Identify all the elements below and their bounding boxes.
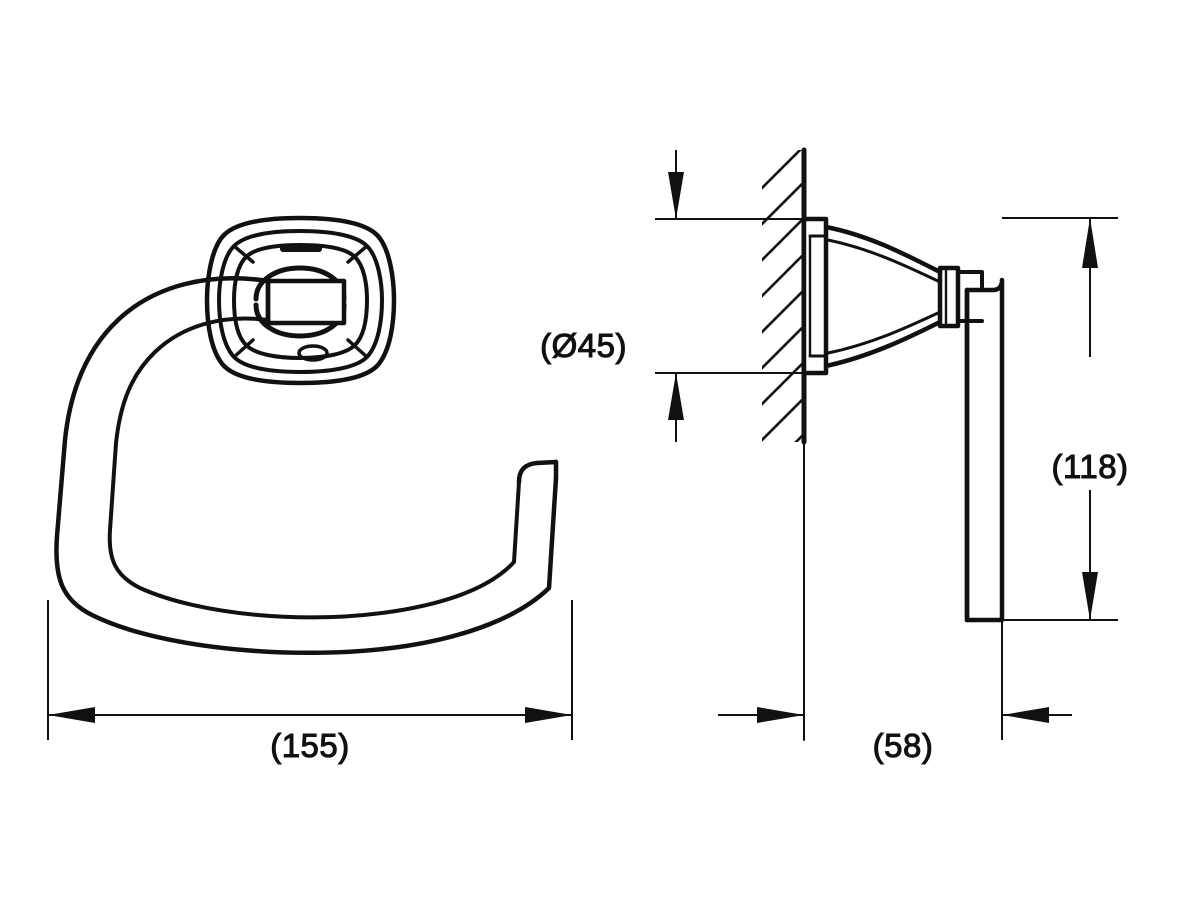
hatch-line	[762, 358, 806, 406]
hatch-line	[762, 394, 806, 442]
bracket-arm-upper-inner	[826, 238, 940, 283]
dimension-overall-width: (155)	[47, 600, 573, 765]
arrow-head-right	[525, 707, 572, 723]
dimension-label-58: (58)	[873, 727, 934, 764]
escutcheon-inner-border	[217, 229, 384, 374]
brand-logo-mark	[280, 245, 322, 252]
wall-hatching	[762, 150, 806, 442]
bevel-line-bl	[232, 338, 255, 359]
escutcheon-outer	[204, 215, 397, 386]
arrow-head-left	[757, 707, 804, 723]
dimension-projection-depth: (58)	[718, 620, 1072, 765]
mounting-plate	[801, 216, 829, 376]
arrow-head-bottom	[1082, 572, 1098, 620]
hatch-line	[762, 150, 802, 190]
hatch-line	[762, 178, 806, 226]
arrow-head-top	[668, 172, 684, 219]
bevel-line-tr	[346, 244, 369, 264]
collar-to-bar-stub	[956, 270, 984, 290]
dimension-label-155: (155)	[270, 727, 350, 764]
collar-band	[265, 278, 347, 326]
hatch-line	[794, 430, 806, 442]
ring-inner-profile	[107, 316, 521, 620]
hatch-line	[762, 214, 806, 262]
dimension-rosette-diameter: (Ø45)	[540, 150, 826, 442]
ring-bar-profile	[964, 277, 1005, 623]
side-view	[762, 147, 1005, 741]
front-view	[54, 215, 559, 656]
neck-collar	[937, 265, 961, 329]
arrow-head-left	[48, 707, 95, 723]
arrow-head-top	[1082, 218, 1098, 268]
hatch-line	[762, 286, 806, 334]
arrow-head-right	[1002, 707, 1049, 723]
dimension-label-118: (118)	[1051, 448, 1128, 485]
hatch-line	[762, 250, 806, 298]
arrow-head-bottom	[668, 373, 684, 420]
ring-tip	[516, 459, 559, 485]
dimension-overall-height: (118)	[1002, 217, 1129, 621]
set-screw-detail	[297, 344, 329, 362]
bevel-line-br	[346, 338, 369, 359]
bevel-line-tl	[232, 244, 255, 264]
ring-outer-profile	[54, 276, 559, 656]
hatch-line	[762, 322, 806, 370]
dimension-label-diameter45: (Ø45)	[540, 327, 627, 364]
bracket-arm-lower-outer	[823, 319, 943, 369]
bracket-arm-lower-inner	[826, 311, 940, 355]
bracket-arm-upper-outer	[823, 224, 943, 275]
escutcheon-plate	[204, 215, 397, 386]
